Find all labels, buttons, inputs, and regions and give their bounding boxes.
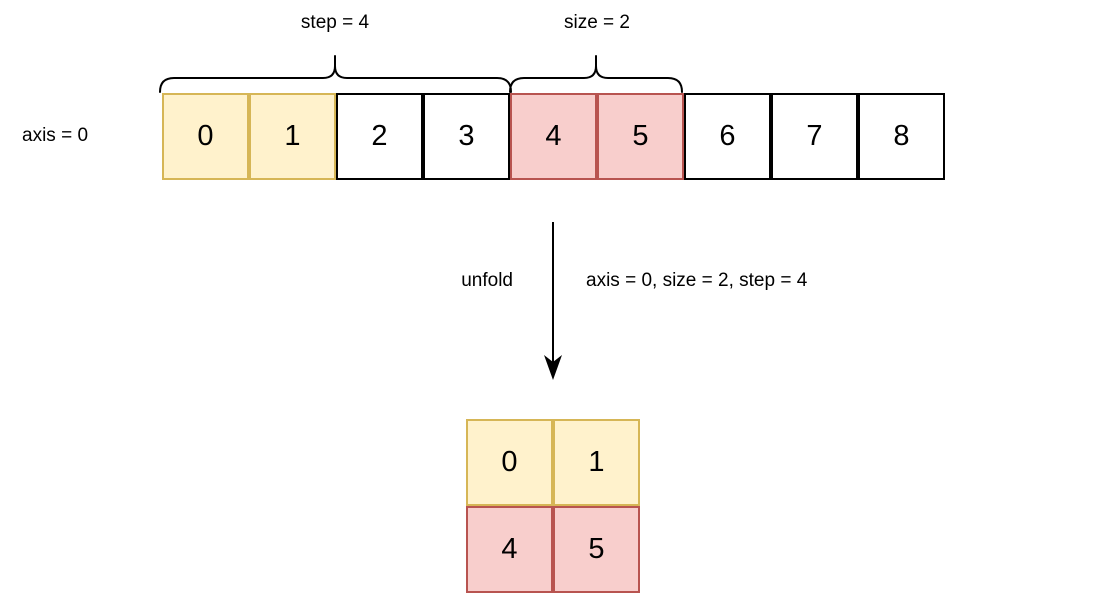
step-brace-icon xyxy=(159,55,512,93)
input-array-cell-3: 3 xyxy=(423,93,510,180)
size-label: size = 2 xyxy=(563,12,630,33)
input-array-cell-1: 1 xyxy=(249,93,336,180)
step-label: step = 4 xyxy=(300,12,370,33)
size-brace-icon xyxy=(509,55,683,93)
output-grid-cell-5: 5 xyxy=(553,506,640,593)
output-grid-cell-1: 1 xyxy=(553,419,640,506)
input-array-cell-8: 8 xyxy=(858,93,945,180)
input-array-cell-2: 2 xyxy=(336,93,423,180)
input-array-cell-6: 6 xyxy=(684,93,771,180)
params-label: axis = 0, size = 2, step = 4 xyxy=(586,270,808,291)
output-grid-cell-0: 0 xyxy=(466,419,553,506)
input-array-cell-7: 7 xyxy=(771,93,858,180)
input-array-cell-5: 5 xyxy=(597,93,684,180)
input-array-cell-0: 0 xyxy=(162,93,249,180)
axis-label: axis = 0 xyxy=(22,125,89,146)
operation-label: unfold xyxy=(403,268,513,294)
input-array-cell-4: 4 xyxy=(510,93,597,180)
output-grid-cell-4: 4 xyxy=(466,506,553,593)
down-arrow-icon xyxy=(544,222,562,380)
